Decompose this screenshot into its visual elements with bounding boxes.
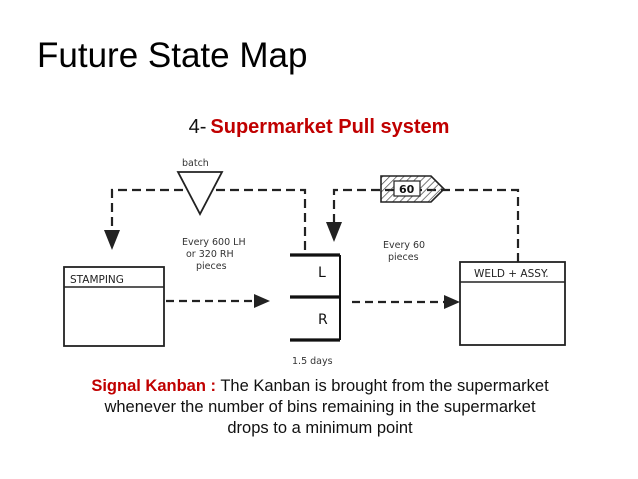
arrowhead-down-stamping	[104, 230, 120, 250]
right-note-line2: pieces	[388, 252, 419, 263]
arrowhead-right-supermarket	[254, 294, 270, 308]
left-note-line3: pieces	[196, 261, 227, 272]
caption-term: Signal Kanban :	[91, 377, 217, 395]
kanban-qty-box	[393, 180, 421, 197]
caption: Signal Kanban : The Kanban is brought fr…	[40, 376, 600, 439]
stamping-process-box	[63, 266, 165, 347]
signal-kanban-triangle	[176, 171, 224, 216]
bin-r-label: R	[318, 312, 328, 328]
batch-label: batch	[182, 158, 209, 169]
arrowhead-down-supermarket	[326, 222, 342, 242]
stamping-label: STAMPING	[70, 274, 124, 286]
caption-line3: drops to a minimum point	[227, 419, 413, 437]
subtitle-number: 4-	[188, 116, 207, 138]
arrowhead-right-weld	[444, 295, 460, 309]
caption-line2: whenever the number of bins remaining in…	[104, 398, 536, 416]
subtitle-highlight: Supermarket Pull system	[210, 116, 450, 138]
weld-assy-process-box	[459, 261, 566, 346]
left-note-line2: or 320 RH	[186, 249, 234, 260]
kanban-qty: 60	[399, 183, 415, 196]
supermarket-symbol	[290, 253, 341, 342]
slide-subtitle: 4-Supermarket Pull system	[0, 116, 638, 139]
left-note-line1: Every 600 LH	[182, 237, 246, 248]
days-label: 1.5 days	[292, 356, 333, 367]
slide-title: Future State Map	[37, 36, 308, 75]
kanban-loop-right	[332, 188, 520, 262]
bin-l-label: L	[318, 265, 326, 281]
caption-line1: The Kanban is brought from the supermark…	[220, 377, 549, 395]
weld-assy-label: WELD + ASSY.	[474, 268, 549, 280]
right-note-line1: Every 60	[383, 240, 425, 251]
